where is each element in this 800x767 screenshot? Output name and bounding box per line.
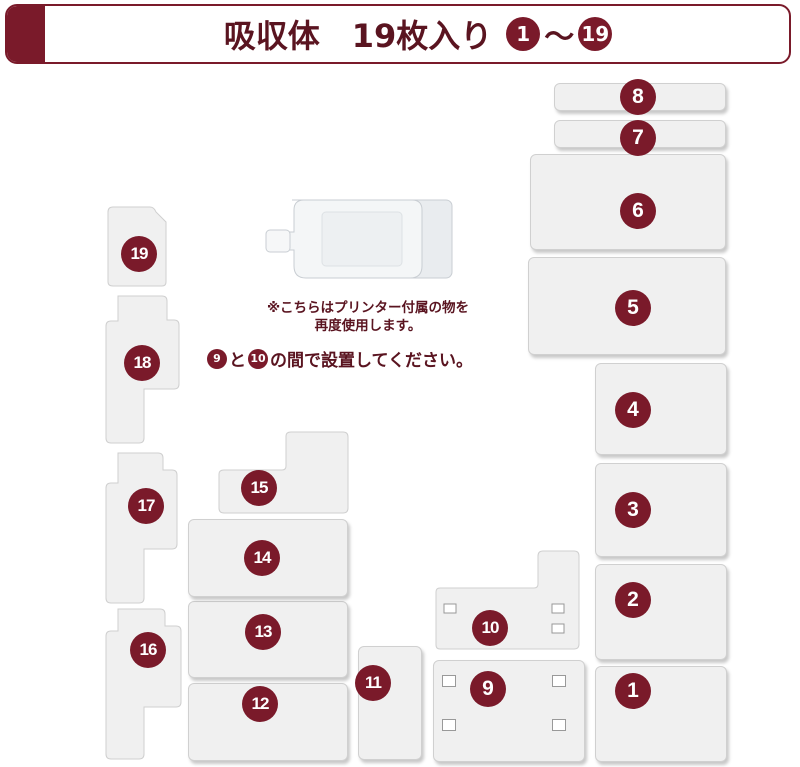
absorber-pad-10 xyxy=(435,550,580,650)
range-start-badge: 1 xyxy=(506,17,541,51)
pad-number-badge: 1 xyxy=(615,673,651,709)
pad-number-badge: 12 xyxy=(242,686,278,722)
reuse-note-line-1: ※こちらはプリンター付属の物を xyxy=(266,300,470,316)
pad-number-badge: 6 xyxy=(620,193,656,229)
reuse-note: ※こちらはプリンター付属の物を 再度使用します。 xyxy=(223,299,513,335)
pad-9-hole xyxy=(442,719,456,731)
included-absorber-part-image xyxy=(265,199,453,279)
title-range: 1 〜 19 xyxy=(506,12,613,56)
pad-number-badge: 7 xyxy=(620,120,656,156)
page-title: 吸収体 19枚入り xyxy=(223,17,493,55)
pad-number-badge: 11 xyxy=(355,665,391,701)
note-instruction: の間で設置してください。 xyxy=(270,351,473,371)
pad-9-hole xyxy=(552,719,566,731)
pad-number-badge: 4 xyxy=(615,392,651,428)
pad-number-badge: 14 xyxy=(244,540,280,576)
pad-9-hole xyxy=(442,675,456,687)
title-banner: 吸収体 19枚入り 1 〜 19 xyxy=(5,4,791,64)
absorber-pad-2 xyxy=(595,564,727,660)
note-badge-9: 9 xyxy=(207,348,227,369)
pad-number-badge: 10 xyxy=(472,610,508,646)
pad-number-badge: 3 xyxy=(615,492,651,528)
pad-number-badge: 8 xyxy=(620,79,656,115)
placement-note: 9 と 10 の間で設置してください。 xyxy=(207,346,473,371)
absorber-pad-16 xyxy=(105,608,182,760)
note-connector: と xyxy=(229,351,246,371)
title-row: 吸収体 19枚入り 1 〜 19 xyxy=(47,6,789,62)
pad-number-badge: 13 xyxy=(245,614,281,650)
range-end-badge: 19 xyxy=(578,17,613,51)
absorber-pad-1 xyxy=(595,666,727,762)
pad-number-badge: 5 xyxy=(615,290,651,326)
pad-9-hole xyxy=(552,675,566,687)
pad-number-badge: 19 xyxy=(121,236,157,272)
pad-number-badge: 16 xyxy=(130,632,166,668)
pad-number-badge: 17 xyxy=(128,488,164,524)
absorber-pad-17 xyxy=(105,452,178,604)
reuse-note-line-2: 再度使用します。 xyxy=(314,318,422,334)
absorber-pad-15 xyxy=(218,431,349,514)
range-separator: 〜 xyxy=(544,20,575,55)
note-badge-10: 10 xyxy=(248,348,268,369)
absorber-pad-9 xyxy=(433,660,585,762)
pad-number-badge: 2 xyxy=(615,582,651,618)
pad-number-badge: 18 xyxy=(124,345,160,381)
pad-number-badge: 9 xyxy=(470,671,506,707)
banner-accent-stripe xyxy=(7,6,45,62)
absorber-pad-11 xyxy=(358,646,422,760)
pad-number-badge: 15 xyxy=(241,470,277,506)
